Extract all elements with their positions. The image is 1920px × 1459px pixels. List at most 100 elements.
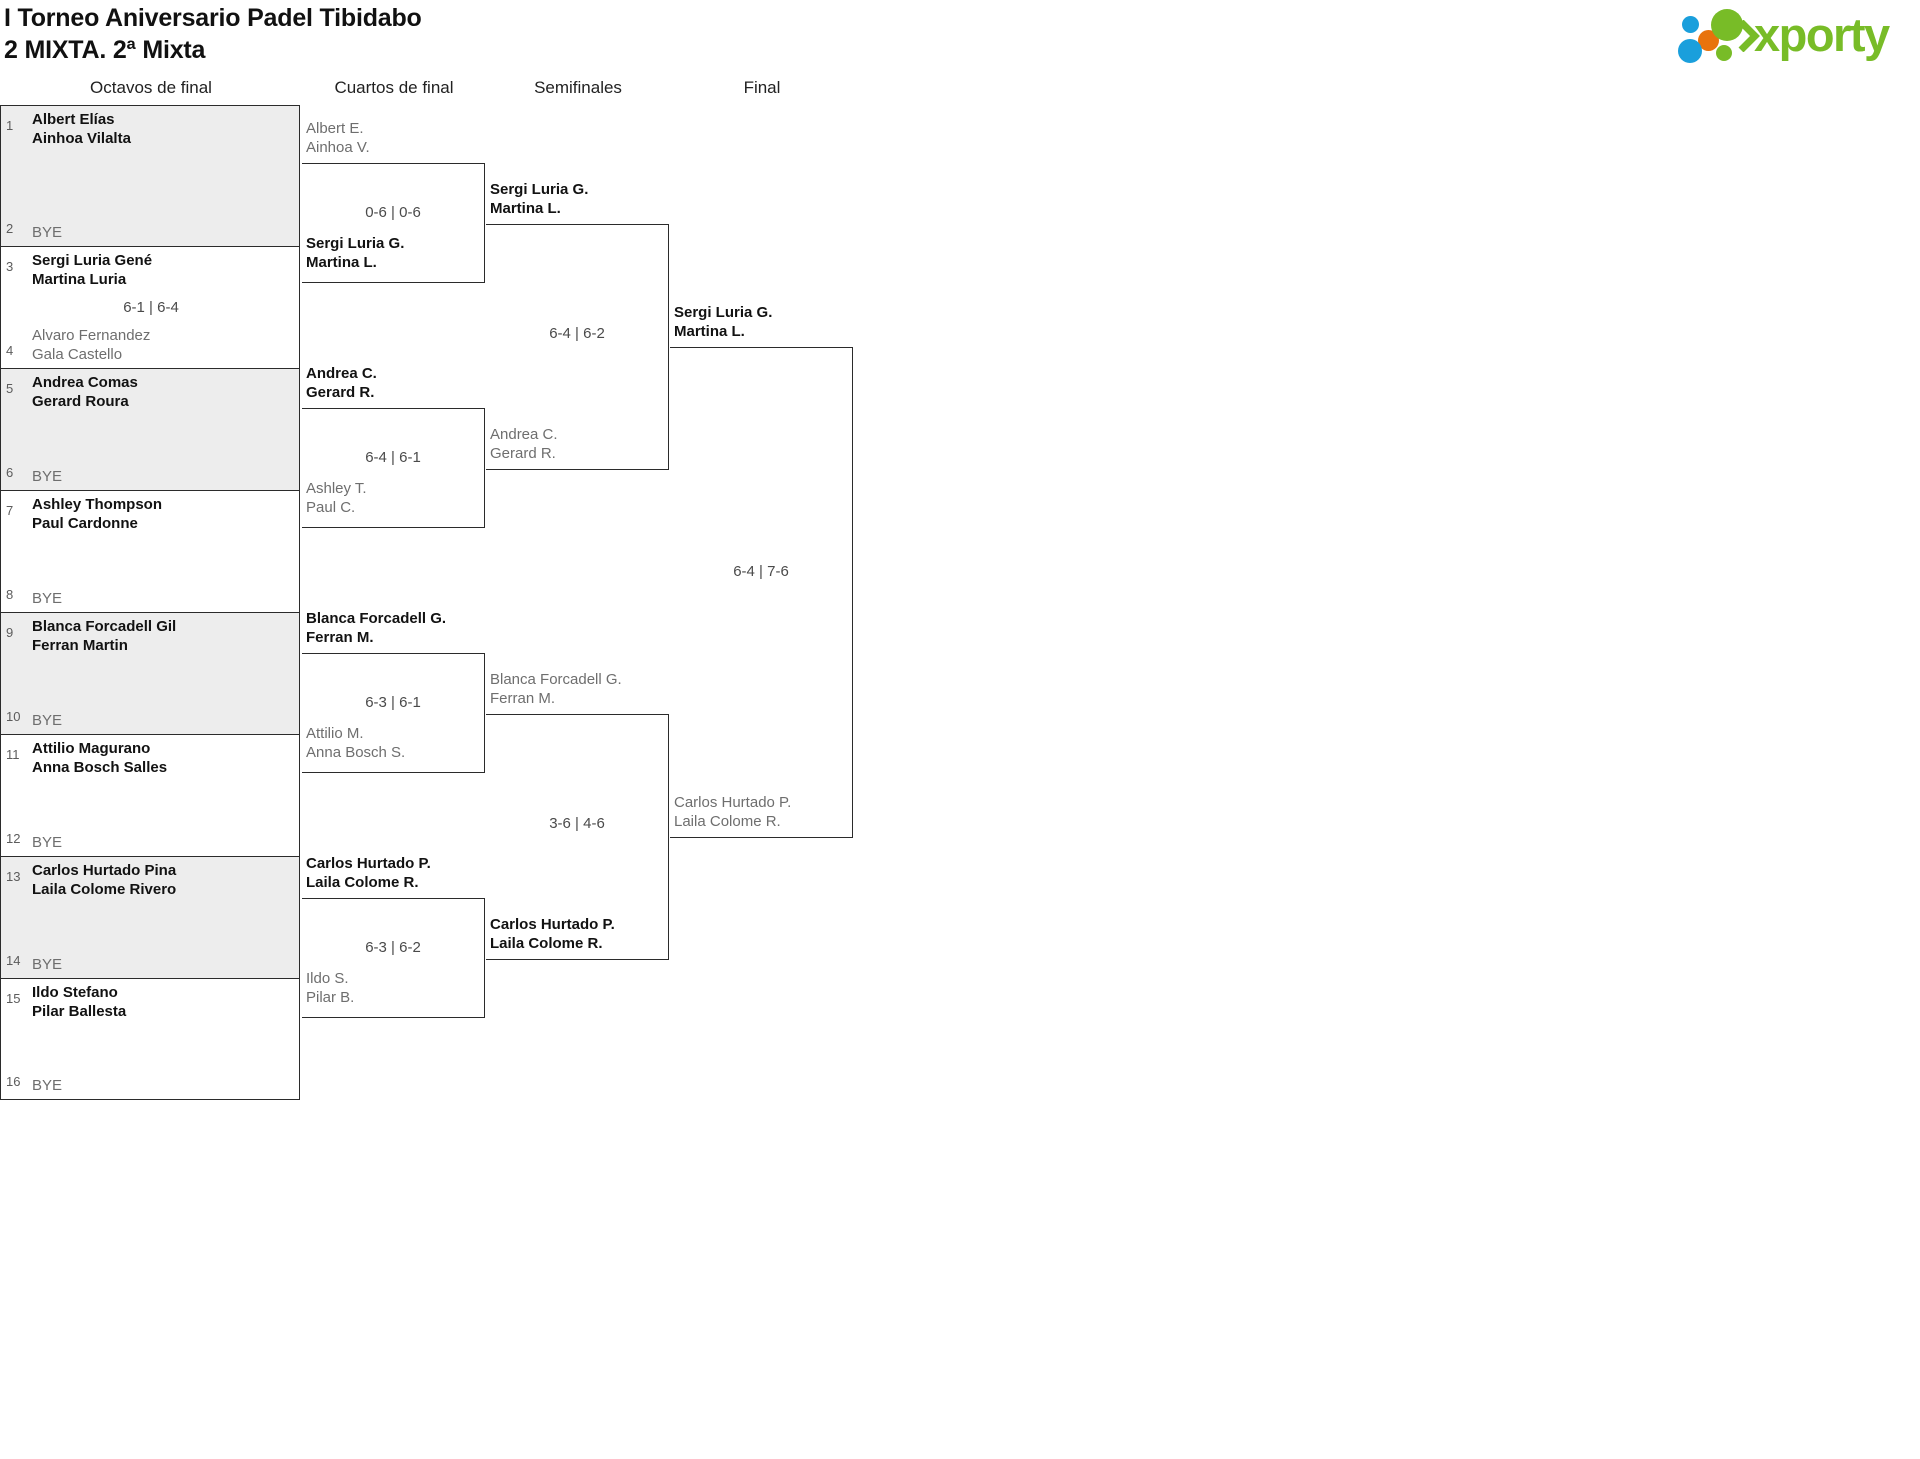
- team-names: Ildo S. Pilar B.: [306, 970, 355, 1006]
- team-names: Carlos Hurtado P. Laila Colome R.: [306, 855, 431, 891]
- r1-match-4[interactable]: 7 Ashley Thompson Paul Cardonne 8 BYE: [0, 490, 300, 612]
- r1-match-2[interactable]: 3 Sergi Luria Gené Martina Luria 6-1 | 6…: [0, 246, 300, 368]
- team-names: BYE: [32, 956, 63, 973]
- r1-slot-9[interactable]: 9 Blanca Forcadell Gil Ferran Martin: [1, 613, 301, 674]
- r3-match-2-score: 3-6 | 4-6: [549, 815, 605, 832]
- r2-match-2-bottom-team[interactable]: Ashley T. Paul C.: [306, 479, 367, 517]
- r1-match-1[interactable]: 1 Albert Elías Ainhoa Vilalta 2 BYE: [0, 105, 300, 246]
- round-header-octavos: Octavos de final: [90, 78, 212, 97]
- logo-wordmark: xporty: [1754, 8, 1890, 61]
- r1-slot-3[interactable]: 3 Sergi Luria Gené Martina Luria: [1, 247, 301, 308]
- team-names: Blanca Forcadell Gil Ferran Martin: [32, 618, 177, 654]
- r1-slot-6[interactable]: 6 BYE: [1, 430, 301, 491]
- r2-match-1-connector: 0-6 | 0-6: [302, 163, 485, 283]
- seed-number: 4: [6, 343, 14, 358]
- r3-match-2-top-team[interactable]: Blanca Forcadell G. Ferran M.: [490, 670, 622, 708]
- r2-match-1-bottom-team[interactable]: Sergi Luria G. Martina L.: [306, 234, 404, 272]
- r1-match-8[interactable]: 15 Ildo Stefano Pilar Ballesta 16 BYE: [0, 978, 300, 1100]
- r1-slot-14[interactable]: 14 BYE: [1, 918, 301, 979]
- title-block: I Torneo Aniversario Padel Tibidabo 2 MI…: [4, 2, 422, 66]
- r2-match-3-connector: 6-3 | 6-1: [302, 653, 485, 773]
- r1-slot-12[interactable]: 12 BYE: [1, 796, 301, 857]
- r3-match-2-connector: 3-6 | 4-6: [486, 714, 669, 960]
- r2-match-3-top-team[interactable]: Blanca Forcadell G. Ferran M.: [306, 609, 446, 647]
- r1-slot-16[interactable]: 16 BYE: [1, 1039, 301, 1099]
- r2-match-2-connector: 6-4 | 6-1: [302, 408, 485, 528]
- team-names: Carlos Hurtado Pina Laila Colome Rivero: [32, 862, 177, 898]
- r1-slot-2[interactable]: 2 BYE: [1, 176, 301, 246]
- seed-number: 9: [6, 625, 14, 640]
- team-names: Ildo Stefano Pilar Ballesta: [32, 984, 127, 1020]
- seed-number: 10: [6, 709, 21, 724]
- r3-match-1-score: 6-4 | 6-2: [549, 325, 605, 342]
- r2-match-2-score: 6-4 | 6-1: [365, 449, 421, 466]
- r1-match-6[interactable]: 11 Attilio Magurano Anna Bosch Salles 12…: [0, 734, 300, 856]
- r2-match-4-bottom-team[interactable]: Ildo S. Pilar B.: [306, 969, 354, 1007]
- r1-slot-7[interactable]: 7 Ashley Thompson Paul Cardonne: [1, 491, 301, 552]
- seed-number: 6: [6, 465, 14, 480]
- round-header-cuartos: Cuartos de final: [334, 78, 454, 97]
- r1-slot-10[interactable]: 10 BYE: [1, 674, 301, 735]
- logo-chevron-right-icon: [1738, 20, 1760, 52]
- r3-match-1-connector: 6-4 | 6-2: [486, 224, 669, 470]
- tournament-name: I Torneo Aniversario Padel Tibidabo: [4, 4, 422, 32]
- r3-match-2-bottom-team[interactable]: Carlos Hurtado P. Laila Colome R.: [490, 915, 615, 953]
- team-names: Andrea Comas Gerard Roura: [32, 374, 138, 410]
- r1-match-3[interactable]: 5 Andrea Comas Gerard Roura 6 BYE: [0, 368, 300, 490]
- team-names: Sergi Luria G. Martina L.: [490, 181, 589, 217]
- seed-number: 11: [6, 747, 20, 762]
- team-names: Sergi Luria Gené Martina Luria: [32, 252, 153, 288]
- seed-number: 13: [6, 869, 21, 884]
- page-header: I Torneo Aniversario Padel Tibidabo 2 MI…: [0, 0, 1920, 70]
- team-names: Andrea C. Gerard R.: [490, 426, 558, 462]
- seed-number: 12: [6, 831, 21, 846]
- round-header-semifinales: Semifinales: [534, 78, 622, 97]
- r2-match-1-top-team[interactable]: Albert E. Ainhoa V.: [306, 119, 370, 157]
- r2-match-4-top-team[interactable]: Carlos Hurtado P. Laila Colome R.: [306, 854, 431, 892]
- r2-match-4-connector: 6-3 | 6-2: [302, 898, 485, 1018]
- team-names: Andrea C. Gerard R.: [306, 365, 377, 401]
- logo-dot-green-large-icon: [1711, 9, 1743, 41]
- seed-number: 7: [6, 503, 14, 518]
- seed-number: 2: [6, 221, 14, 236]
- team-names: BYE: [32, 224, 63, 241]
- round-header-final: Final: [743, 78, 781, 97]
- r1-slot-5[interactable]: 5 Andrea Comas Gerard Roura: [1, 369, 301, 430]
- r1-match-5[interactable]: 9 Blanca Forcadell Gil Ferran Martin 10 …: [0, 612, 300, 734]
- seed-number: 5: [6, 381, 14, 396]
- team-names: Albert Elías Ainhoa Vilalta: [32, 111, 131, 147]
- team-names: BYE: [32, 590, 63, 607]
- r1-slot-8[interactable]: 8 BYE: [1, 552, 301, 613]
- r4-match-1-bottom-team[interactable]: Carlos Hurtado P. Laila Colome R.: [674, 793, 791, 831]
- logo-dots-icon: [1676, 6, 1760, 64]
- r1-slot-13[interactable]: 13 Carlos Hurtado Pina Laila Colome Rive…: [1, 857, 301, 918]
- r2-match-2-top-team[interactable]: Andrea C. Gerard R.: [306, 364, 377, 402]
- seed-number: 16: [6, 1074, 21, 1089]
- r3-match-1-bottom-team[interactable]: Andrea C. Gerard R.: [490, 425, 558, 463]
- r1-slot-11[interactable]: 11 Attilio Magurano Anna Bosch Salles: [1, 735, 301, 796]
- team-names: Blanca Forcadell G. Ferran M.: [490, 671, 622, 707]
- team-names: Alvaro Fernandez Gala Castello: [32, 327, 151, 363]
- team-names: Sergi Luria G. Martina L.: [674, 304, 773, 340]
- r1-slot-15[interactable]: 15 Ildo Stefano Pilar Ballesta: [1, 979, 301, 1039]
- r1-match-7[interactable]: 13 Carlos Hurtado Pina Laila Colome Rive…: [0, 856, 300, 978]
- r1-slot-4[interactable]: 4 Alvaro Fernandez Gala Castello: [1, 308, 301, 369]
- team-names: Blanca Forcadell G. Ferran M.: [306, 610, 447, 646]
- xporty-logo[interactable]: xporty: [1676, 6, 1906, 64]
- r2-match-1-score: 0-6 | 0-6: [365, 204, 421, 221]
- r4-match-1-top-team[interactable]: Sergi Luria G. Martina L.: [674, 303, 772, 341]
- r1-slot-1[interactable]: 1 Albert Elías Ainhoa Vilalta: [1, 106, 301, 176]
- team-names: Carlos Hurtado P. Laila Colome R.: [490, 916, 615, 952]
- r2-match-4-score: 6-3 | 6-2: [365, 939, 421, 956]
- team-names: BYE: [32, 468, 63, 485]
- team-names: Ashley Thompson Paul Cardonne: [32, 496, 163, 532]
- r3-match-1-top-team[interactable]: Sergi Luria G. Martina L.: [490, 180, 588, 218]
- seed-number: 14: [6, 953, 21, 968]
- r2-match-3-bottom-team[interactable]: Attilio M. Anna Bosch S.: [306, 724, 405, 762]
- r1-match-2-score: 6-1 | 6-4: [123, 299, 179, 316]
- logo-dot-blue-small-icon: [1682, 16, 1699, 33]
- team-names: BYE: [32, 712, 63, 729]
- team-names: BYE: [32, 1077, 63, 1094]
- team-names: Sergi Luria G. Martina L.: [306, 235, 405, 271]
- team-names: BYE: [32, 834, 63, 851]
